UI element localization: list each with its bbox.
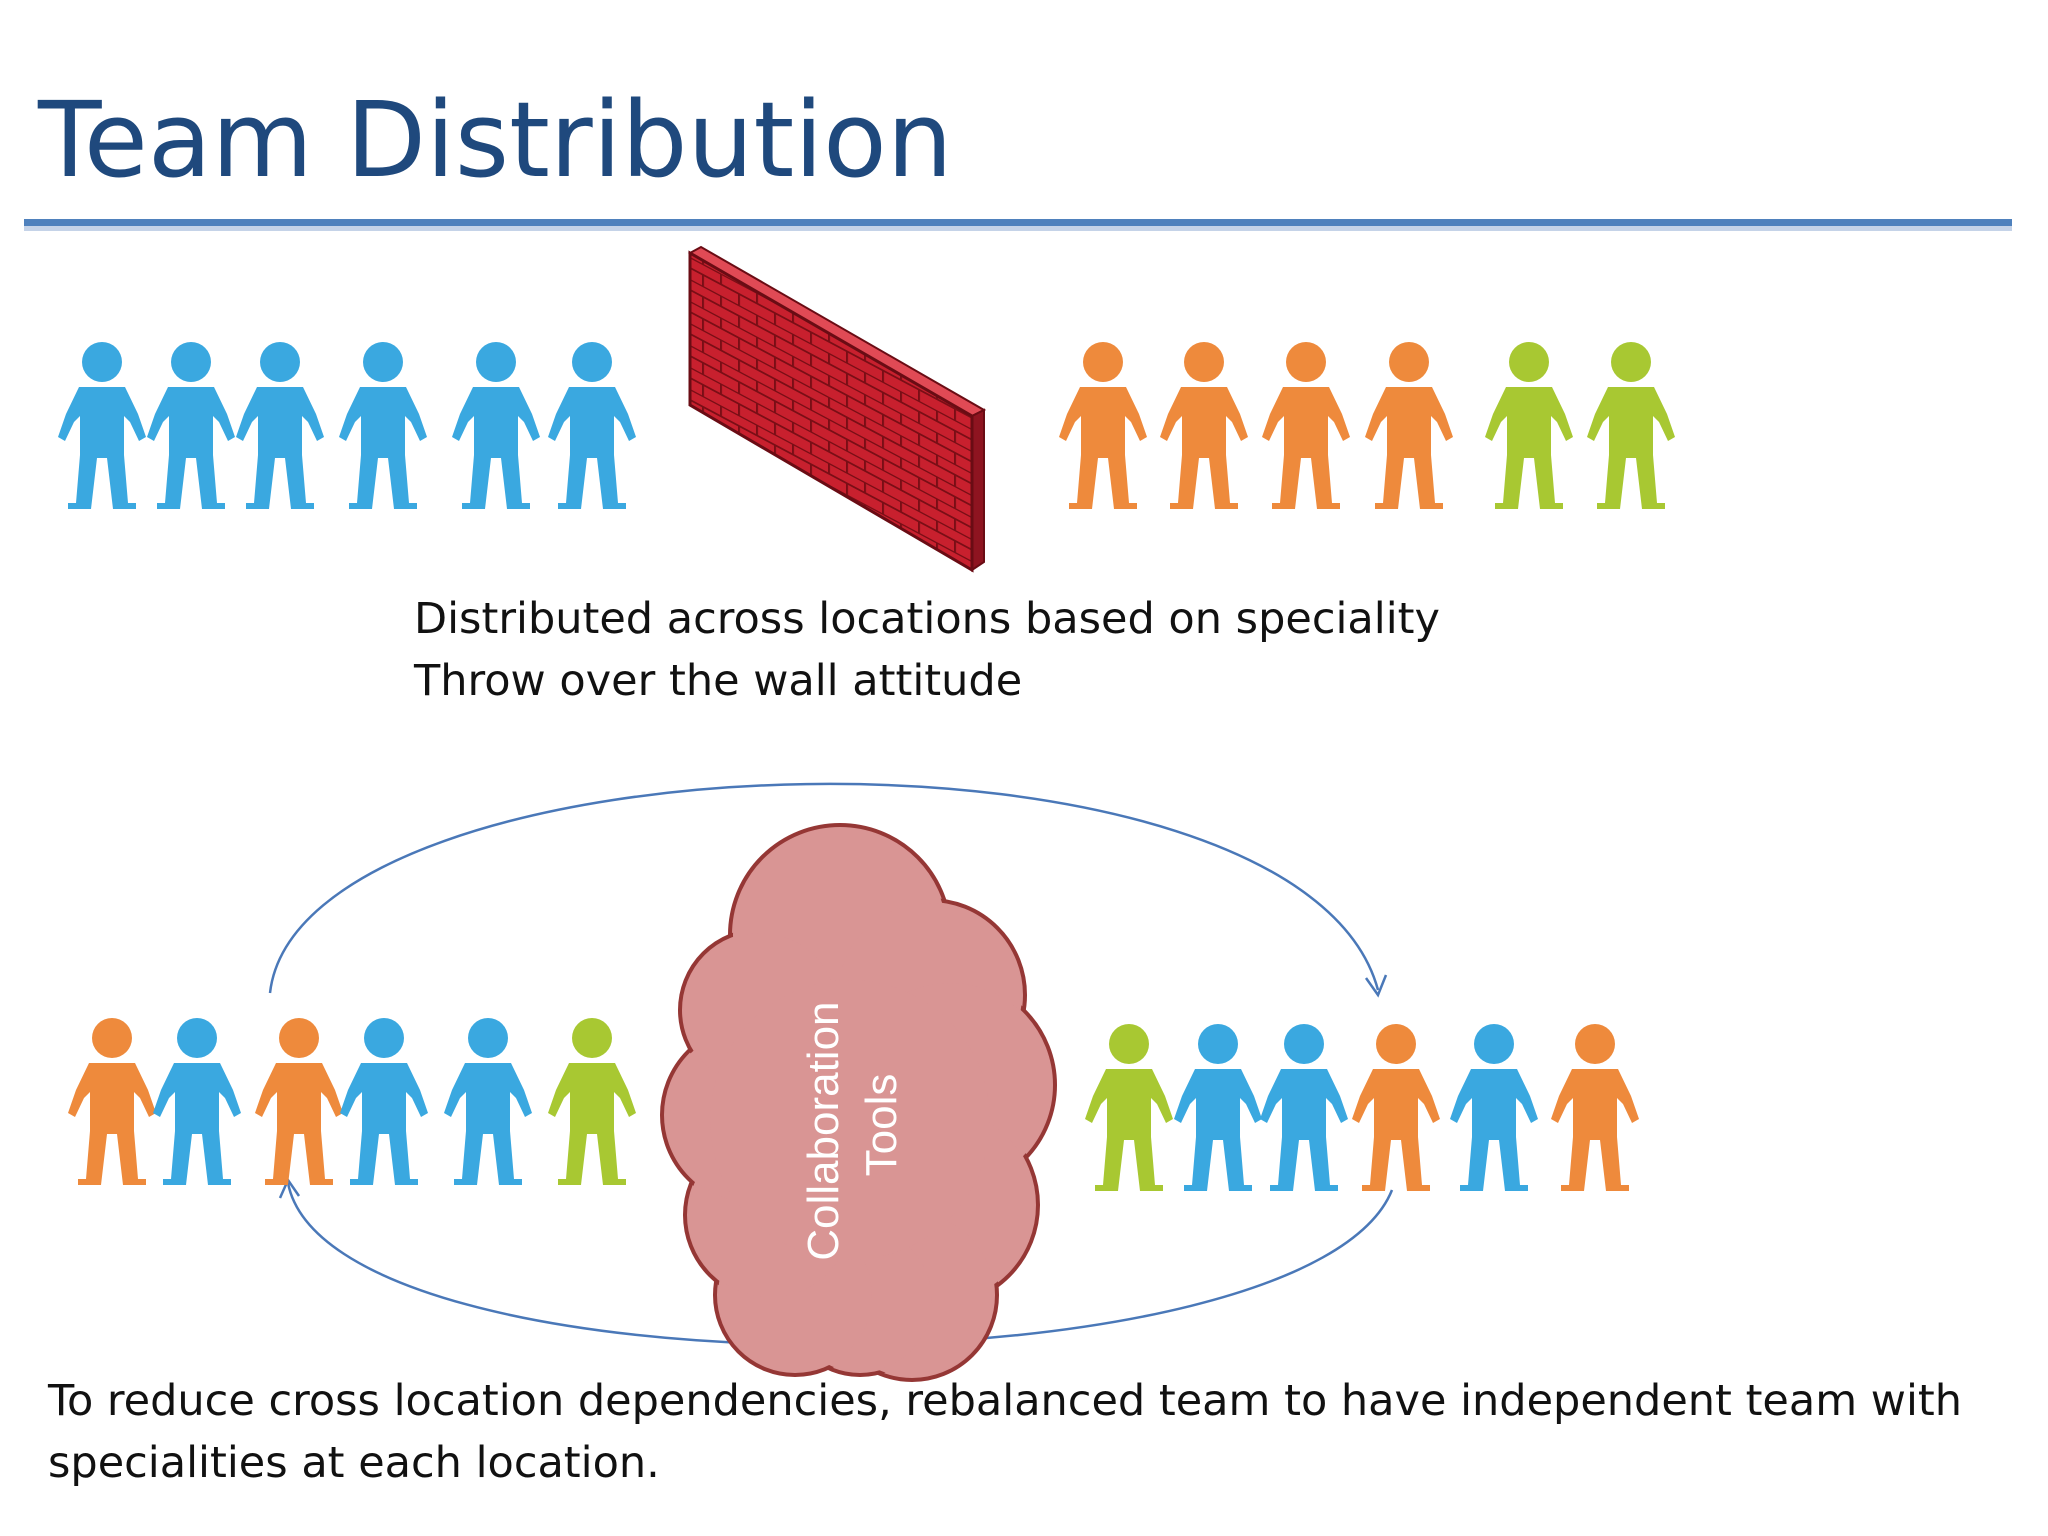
- blue-person-figure: [452, 342, 540, 509]
- bottom-right-team: [1085, 1024, 1639, 1191]
- blue-person-figure: [1260, 1024, 1348, 1191]
- blue-person-figure: [339, 342, 427, 509]
- green-person-figure: [548, 1018, 636, 1185]
- title-underline: [24, 219, 2012, 231]
- blue-person-figure: [548, 342, 636, 509]
- green-person-figure: [1587, 342, 1675, 509]
- orange-person-figure: [1160, 342, 1248, 509]
- bottom-caption-line2: specialities at each location.: [48, 1438, 660, 1488]
- brick-wall: [687, 245, 987, 573]
- blue-person-figure: [147, 342, 235, 509]
- blue-person-figure: [1450, 1024, 1538, 1191]
- orange-person-figure: [1551, 1024, 1639, 1191]
- bottom-left-team: [68, 1018, 636, 1185]
- green-person-figure: [1085, 1024, 1173, 1191]
- collaboration-cloud: Collaboration Tools: [660, 823, 1057, 1382]
- top-caption-line1: Distributed across locations based on sp…: [414, 594, 1440, 644]
- svg-text:Collaboration Tools: Collaboration Tools: [799, 989, 906, 1261]
- blue-person-figure: [444, 1018, 532, 1185]
- top-caption-line2: Throw over the wall attitude: [414, 656, 1023, 706]
- slide-title: Team Distribution: [38, 79, 953, 201]
- bottom-caption-line1: To reduce cross location dependencies, r…: [48, 1376, 1963, 1426]
- blue-person-figure: [340, 1018, 428, 1185]
- green-person-figure: [1485, 342, 1573, 509]
- orange-person-figure: [68, 1018, 156, 1185]
- blue-person-figure: [58, 342, 146, 509]
- blue-person-figure: [153, 1018, 241, 1185]
- cloud-label-line1: Collaboration: [799, 1001, 848, 1260]
- orange-person-figure: [1365, 342, 1453, 509]
- blue-person-figure: [1174, 1024, 1262, 1191]
- orange-person-figure: [1059, 342, 1147, 509]
- orange-person-figure: [255, 1018, 343, 1185]
- top-right-team: [1059, 342, 1675, 509]
- cloud-label-line2: Tools: [857, 1074, 906, 1177]
- orange-person-figure: [1352, 1024, 1440, 1191]
- orange-person-figure: [1262, 342, 1350, 509]
- blue-person-figure: [236, 342, 324, 509]
- top-left-team: [58, 342, 636, 509]
